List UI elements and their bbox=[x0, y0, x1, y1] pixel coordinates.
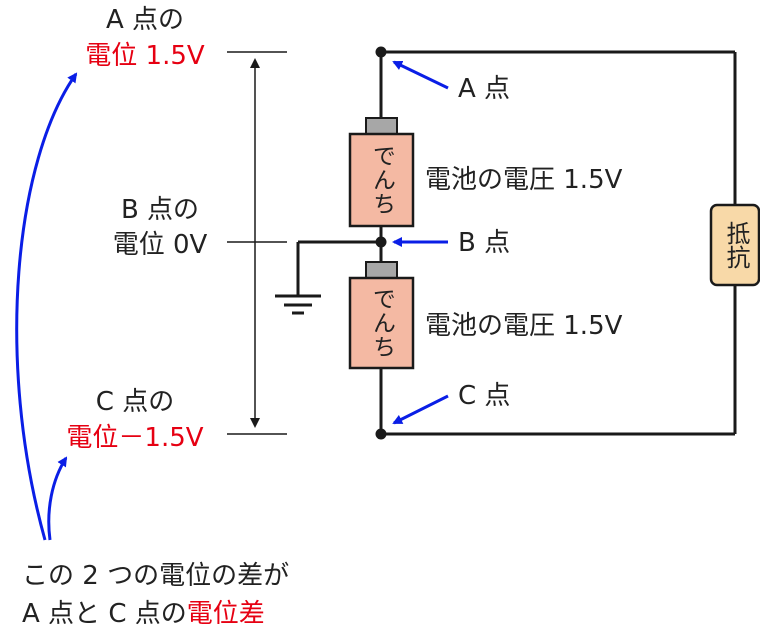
battery-top: でんち bbox=[348, 117, 415, 228]
circuit-wires bbox=[296, 50, 737, 436]
node-arrows bbox=[392, 60, 449, 425]
node-a-arrow bbox=[392, 60, 449, 90]
battery-top-label: でんち bbox=[369, 144, 396, 216]
a-point-potential: 電位 1.5V bbox=[85, 41, 205, 71]
level-lines bbox=[227, 51, 287, 435]
note-line-1: この 2 つの電位の差が bbox=[22, 561, 289, 591]
junction-dots bbox=[375, 46, 387, 440]
battery-bottom-voltage: 電池の電圧 1.5V bbox=[425, 311, 623, 341]
note-arrow-to-c bbox=[47, 456, 68, 541]
battery-bottom-label: でんち bbox=[369, 287, 396, 359]
note-line-2-emphasis: 電位差 bbox=[187, 599, 265, 629]
note-arrows bbox=[15, 72, 78, 541]
node-b-dot bbox=[375, 236, 387, 248]
note-line-2: A 点と C 点の電位差 bbox=[22, 599, 265, 629]
c-point-potential: 電位－1.5V bbox=[66, 423, 203, 453]
node-c-arrow bbox=[392, 394, 449, 425]
note-arrow-to-a bbox=[15, 72, 78, 541]
resistor-label: 抵抗 bbox=[722, 221, 750, 269]
node-a-dot bbox=[375, 46, 387, 58]
node-c-label: C 点 bbox=[458, 381, 510, 411]
resistor: 抵抗 bbox=[709, 203, 760, 287]
node-c-dot bbox=[375, 428, 387, 440]
battery-bottom: でんち bbox=[348, 261, 415, 370]
battery-top-voltage: 電池の電圧 1.5V bbox=[425, 165, 623, 195]
node-b-label: B 点 bbox=[458, 228, 510, 258]
ground-symbol bbox=[275, 294, 321, 315]
node-a-label: A 点 bbox=[458, 74, 510, 104]
c-point-title: C 点の bbox=[96, 387, 174, 417]
note-line-2-prefix: A 点と C 点の bbox=[22, 599, 187, 629]
a-point-title: A 点の bbox=[106, 5, 184, 35]
b-point-potential: 電位 0V bbox=[113, 230, 208, 260]
b-point-title: B 点の bbox=[121, 195, 199, 225]
